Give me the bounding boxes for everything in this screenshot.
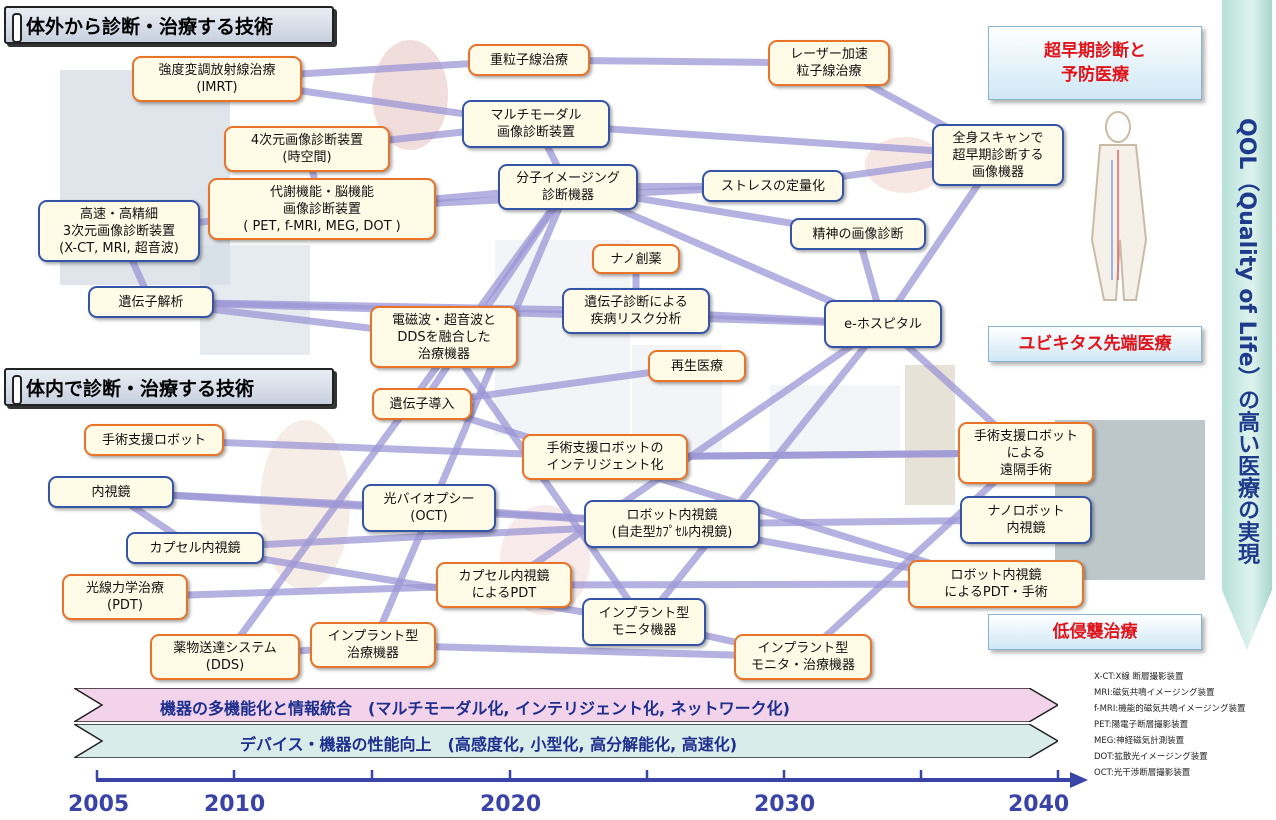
node-metabolic: 代謝機能・脳機能 画像診断装置 ( PET, f-MRI, MEG, DOT ): [208, 178, 436, 240]
goal-ubiquitous: ユビキタス先端医療: [988, 326, 1202, 362]
section-internal: 体内で診断・治療する技術: [4, 368, 334, 406]
goal-minimally-invasive: 低侵襲治療: [988, 614, 1202, 650]
year-label: 2020: [480, 792, 542, 817]
banner-top: [74, 688, 1058, 722]
node-pdt: 光線力学治療 (PDT): [62, 574, 188, 620]
year-label: 2005: [68, 792, 130, 817]
connector-line: [532, 120, 1002, 159]
year-label: 2040: [1008, 792, 1070, 817]
node-stress: ストレスの定量化: [702, 170, 844, 202]
node-remote-surgery: 手術支援ロボット による 遠隔手術: [958, 422, 1094, 484]
node-robot-endoscope: ロボット内視鏡 (自走型ｶﾌﾟｾﾙ内視鏡): [584, 500, 760, 548]
connector-line: [369, 641, 807, 661]
node-capsule-endoscope: カプセル内視鏡: [126, 532, 264, 564]
node-implant-monitor: インプラント型 モニタ機器: [582, 598, 706, 646]
node-laser-accel: レーザー加速 粒子線治療: [768, 40, 890, 86]
node-molecular-imaging: 分子イメージング 診断機器: [498, 164, 638, 210]
legend-item: DOT:拡散光イメージング装置: [1094, 752, 1208, 762]
node-nano-drug: ナノ創薬: [592, 244, 680, 274]
node-gene-analysis: 遺伝子解析: [88, 286, 214, 318]
node-endoscope: 内視鏡: [48, 476, 174, 508]
node-gene-transfer: 遺伝子導入: [372, 388, 472, 420]
node-capsule-pdt: カプセル内視鏡 によるPDT: [436, 562, 572, 608]
node-dds: 薬物送達システム (DDS): [150, 634, 300, 680]
qol-label: QOL（Quality of Life）の高い医療の実現: [1234, 118, 1259, 565]
connector-line: [221, 183, 572, 661]
node-imrt: 強度変調放射線治療 (IMRT): [132, 56, 302, 102]
node-fullbody-scan: 全身スキャンで 超早期診断する 画像機器: [932, 124, 1064, 186]
qol-arrow: [1222, 0, 1272, 650]
node-implant-monitor-therapy: インプラント型 モニタ・治療機器: [734, 634, 872, 680]
year-label: 2030: [754, 792, 816, 817]
node-e-hospital: e-ホスピタル: [824, 300, 942, 348]
legend-item: MEG:神経磁気計測装置: [1094, 736, 1185, 746]
node-nano-robot: ナノロボット 内視鏡: [960, 496, 1092, 544]
node-regenerative-medicine: 再生医療: [648, 350, 746, 382]
node-robot-endoscope-pdt: ロボット内視鏡 によるPDT・手術: [908, 560, 1084, 608]
node-hispeed-3d: 高速・高精細 3次元画像診断装置 (X-CT, MRI, 超音波): [38, 200, 200, 262]
goal-early-prevention: 超早期診断と 予防医療: [988, 26, 1202, 100]
node-diag-4d: 4次元画像診断装置 (時空間): [224, 126, 390, 172]
node-em-ultrasound-dds: 電磁波・超音波と DDSを融合した 治療機器: [370, 306, 518, 368]
node-mental-imaging: 精神の画像診断: [790, 218, 926, 250]
legend-item: PET:陽電子断層撮影装置: [1094, 720, 1189, 730]
legend-item: f-MRI:機能的磁気共鳴イメージング装置: [1094, 704, 1246, 714]
legend-item: MRI:磁気共鳴イメージング装置: [1094, 688, 1215, 698]
node-multimodal: マルチモーダル 画像診断装置: [462, 100, 610, 148]
banner-bottom-text: デバイス・機器の性能向上 (高感度化, 小型化, 高分解能化, 高速化): [240, 735, 738, 754]
node-heavy-ion: 重粒子線治療: [468, 44, 590, 76]
legend-item: X-CT:X線 断層撮影装置: [1094, 672, 1184, 682]
banner-top-text: 機器の多機能化と情報統合 (マルチモーダル化, インテリジェント化, ネットワー…: [160, 699, 790, 718]
node-optical-biopsy: 光バイオプシー (OCT): [362, 484, 496, 532]
doctor-illustration: [905, 365, 955, 505]
connector-line: [418, 400, 1000, 588]
node-surgical-robot: 手術支援ロボット: [84, 424, 224, 456]
node-surgical-robot-intelligent: 手術支援ロボットの インテリジェント化: [522, 434, 688, 480]
connector-line: [640, 320, 887, 626]
timeline-axis: [95, 770, 1088, 788]
legend-item: OCT:光干渉断層撮影装置: [1094, 768, 1191, 778]
human-body-illustration: [1090, 111, 1148, 301]
banner-bottom: [74, 724, 1058, 758]
year-label: 2010: [204, 792, 266, 817]
section-external: 体外から診断・治療する技術: [4, 6, 334, 44]
node-implant-therapy: インプラント型 治療機器: [310, 622, 436, 668]
node-gene-risk: 遺伝子診断による 疾病リスク分析: [562, 288, 710, 334]
